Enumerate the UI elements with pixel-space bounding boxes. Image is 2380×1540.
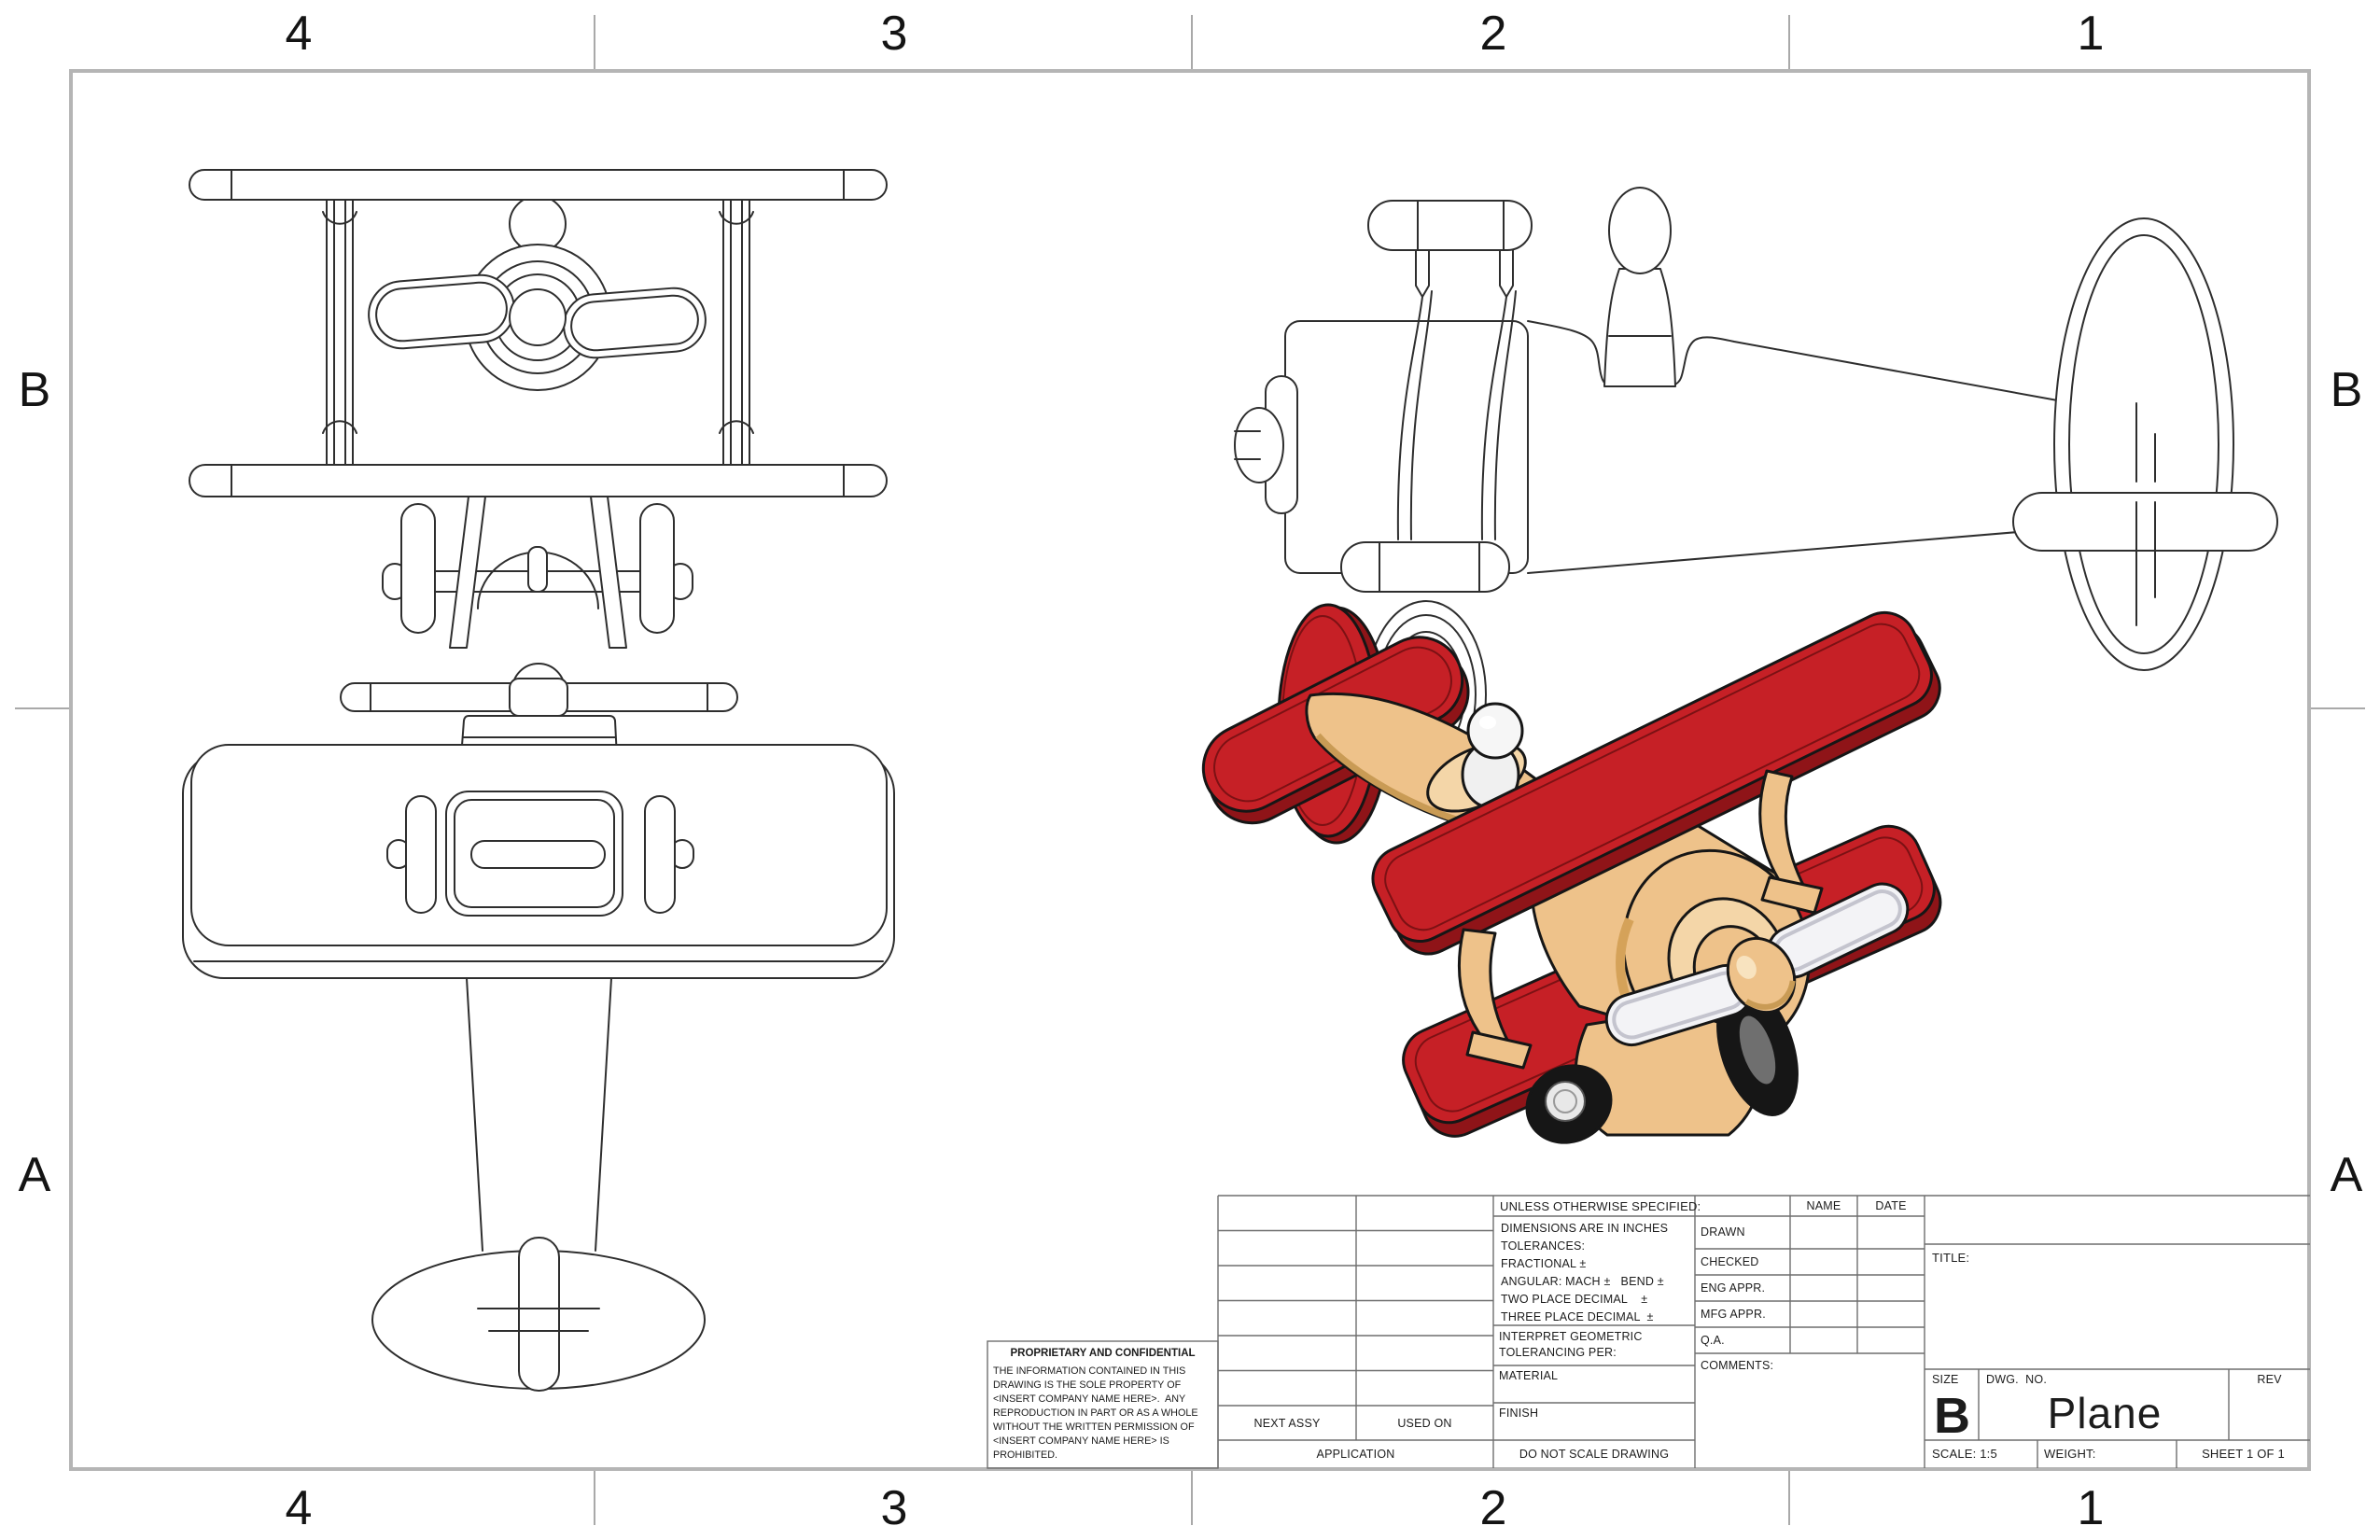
zone-label-bottom-3: 3 (880, 1481, 908, 1535)
zone-label-bottom-1: 1 (2077, 1481, 2105, 1535)
finish-label: FINISH (1499, 1407, 1539, 1420)
zone-label-top-4: 4 (285, 7, 313, 61)
zone-tick-top-1 (594, 15, 595, 69)
size-value: B (1934, 1388, 1970, 1444)
zone-tick-left (15, 707, 69, 709)
do-not-scale-label: DO NOT SCALE DRAWING (1519, 1448, 1670, 1461)
approval-row-qa: Q.A. (1701, 1334, 1725, 1347)
approval-row-drawn: DRAWN (1701, 1225, 1745, 1239)
used-on-label: USED ON (1397, 1417, 1452, 1430)
rev-label: REV (2257, 1373, 2282, 1386)
spec-lines: DIMENSIONS ARE IN INCHES TOLERANCES: FRA… (1501, 1222, 1668, 1328)
zone-label-right-a: A (2330, 1148, 2363, 1202)
side-view (1234, 187, 2278, 789)
dwg-no-label: DWG. NO. (1986, 1373, 2047, 1386)
zone-tick-top-2 (1191, 15, 1193, 69)
zone-label-top-3: 3 (880, 7, 908, 61)
spec-line-4: ANGULAR: MACH ± BEND ± (1501, 1275, 1664, 1288)
zone-label-top-1: 1 (2077, 7, 2105, 61)
proprietary-title: PROPRIETARY AND CONFIDENTIAL (1010, 1348, 1196, 1359)
isometric-view (1201, 603, 1942, 1144)
zone-label-left-b: B (18, 363, 51, 417)
zone-tick-bottom-2 (1191, 1471, 1193, 1525)
zone-label-left-a: A (18, 1148, 51, 1202)
comments-label: COMMENTS: (1701, 1359, 1774, 1372)
zone-label-right-b: B (2330, 363, 2363, 417)
application-label: APPLICATION (1316, 1448, 1395, 1461)
spec-line-6: THREE PLACE DECIMAL ± (1501, 1310, 1654, 1323)
approval-row-checked: CHECKED (1701, 1255, 1759, 1268)
dwg-no-value: Plane (2047, 1389, 2163, 1437)
zone-tick-right (2311, 707, 2365, 709)
front-view (189, 169, 888, 649)
scale-label: SCALE: 1:5 (1932, 1447, 1997, 1461)
zone-label-bottom-2: 2 (1479, 1481, 1507, 1535)
top-view (182, 663, 895, 1392)
spec-line-1: DIMENSIONS ARE IN INCHES (1501, 1222, 1669, 1235)
sheet-border (69, 69, 2311, 1471)
name-header: NAME (1806, 1199, 1841, 1212)
zone-label-bottom-4: 4 (285, 1481, 313, 1535)
zone-tick-bottom-3 (1788, 1471, 1790, 1525)
title-label: TITLE: (1932, 1251, 1970, 1265)
next-assy-label: NEXT ASSY (1253, 1417, 1321, 1430)
weight-label: WEIGHT: (2044, 1447, 2096, 1461)
date-header: DATE (1875, 1199, 1907, 1212)
sheet-label: SHEET 1 OF 1 (2202, 1447, 2285, 1461)
interpret-line-1: INTERPRET GEOMETRIC (1499, 1330, 1643, 1343)
approval-row-eng-appr: ENG APPR. (1701, 1281, 1766, 1295)
material-label: MATERIAL (1499, 1369, 1559, 1382)
size-label: SIZE (1932, 1373, 1959, 1386)
zone-label-top-2: 2 (1479, 7, 1507, 61)
proprietary-body: THE INFORMATION CONTAINED IN THIS DRAWIN… (993, 1365, 1201, 1461)
spec-line-3: FRACTIONAL ± (1501, 1257, 1587, 1270)
title-block-lines (987, 1195, 2310, 1469)
spec-line-5: TWO PLACE DECIMAL ± (1501, 1293, 1648, 1306)
spec-header: UNLESS OTHERWISE SPECIFIED: (1500, 1199, 1701, 1213)
zone-tick-top-3 (1788, 15, 1790, 69)
zone-tick-bottom-1 (594, 1471, 595, 1525)
approval-row-mfg-appr: MFG APPR. (1701, 1308, 1766, 1321)
interpret-line-2: TOLERANCING PER: (1499, 1346, 1617, 1359)
spec-line-2: TOLERANCES: (1501, 1239, 1586, 1253)
